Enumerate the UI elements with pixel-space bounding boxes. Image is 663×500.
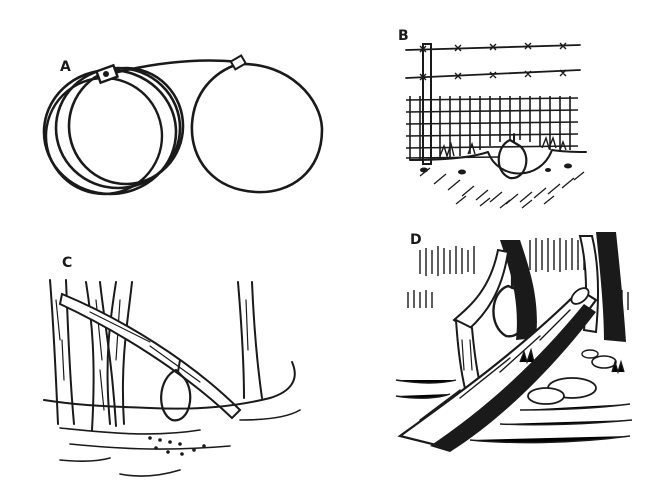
panel-c-label: C <box>62 255 72 271</box>
tree-right <box>237 281 263 399</box>
snare-loop-b <box>497 133 528 180</box>
wire-snare-loop <box>116 59 324 194</box>
wire-coil <box>42 66 185 196</box>
snare-lock-small <box>229 54 248 71</box>
ground-c <box>43 361 301 477</box>
fallen-log <box>397 287 598 452</box>
ground-hollow <box>409 135 587 209</box>
panel-d: D <box>395 232 633 452</box>
snare-lock-large <box>94 63 120 85</box>
panel-b: B <box>398 28 587 209</box>
ground-d <box>395 347 633 444</box>
snare-loop-d <box>492 274 527 338</box>
snare-loop-c <box>160 359 192 422</box>
upright-tree-right <box>578 232 626 342</box>
panel-a-label: A <box>60 59 71 75</box>
leaning-pole <box>58 292 242 420</box>
rocks <box>527 349 617 405</box>
wire-mesh <box>405 96 579 160</box>
panel-a: A <box>42 54 324 196</box>
panel-d-label: D <box>410 232 422 248</box>
fence-post <box>422 43 432 165</box>
panel-b-label: B <box>398 28 409 44</box>
panel-c: C <box>43 255 301 477</box>
barbed-wires <box>405 42 581 81</box>
